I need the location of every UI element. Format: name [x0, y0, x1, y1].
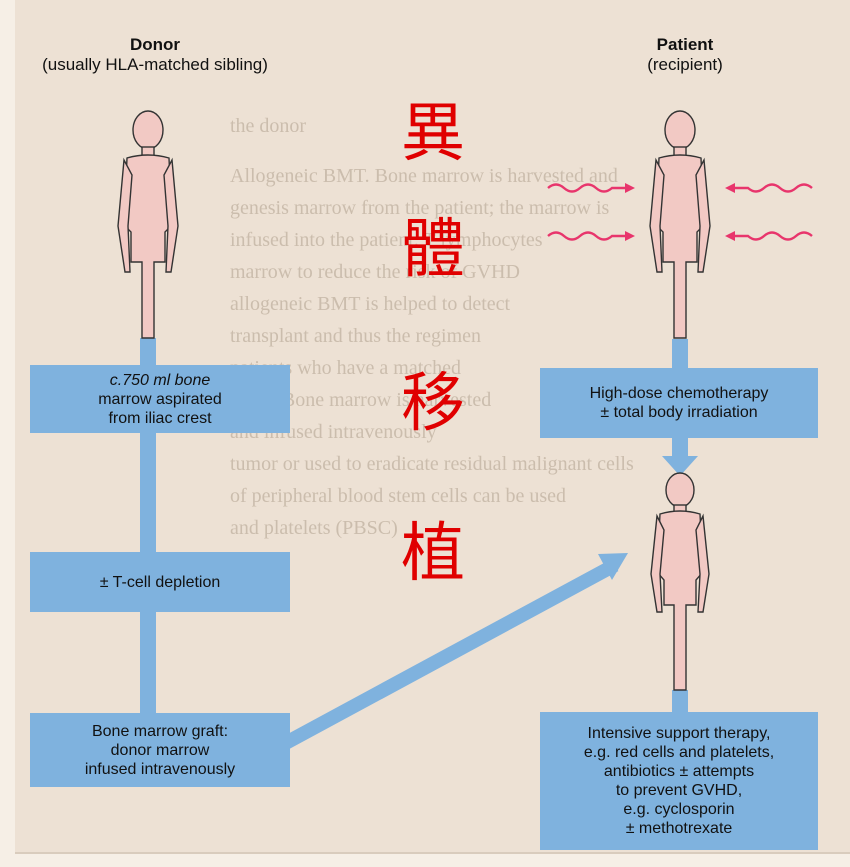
patient-connector-1	[672, 339, 688, 369]
patient-step2-line1: Intensive support therapy,	[588, 724, 771, 743]
donor-step1-line3: from iliac crest	[108, 409, 211, 428]
donor-step1-line1: c.750 ml bone	[110, 371, 211, 390]
patient-step2-line5: e.g. cyclosporin	[623, 800, 734, 819]
donor-step3-line1: Bone marrow graft:	[92, 722, 228, 741]
caption-char-1: 異	[388, 82, 478, 174]
patient-connector-3	[672, 690, 688, 712]
caption-char-4: 植	[388, 502, 478, 594]
donor-connector-3	[140, 612, 156, 714]
patient-support-box: Intensive support therapy, e.g. red cell…	[540, 712, 818, 850]
patient-step1-line1: High-dose chemotherapy	[590, 384, 769, 403]
donor-step3-line3: infused intravenously	[85, 760, 235, 779]
donor-subtitle: (usually HLA-matched sibling)	[42, 55, 268, 74]
donor-depletion-box: ± T-cell depletion	[30, 552, 290, 612]
donor-connector-1	[140, 338, 156, 366]
caption-char-2: 體	[388, 198, 478, 290]
patient-header: Patient (recipient)	[600, 35, 770, 75]
patient-step2-line4: to prevent GVHD,	[616, 781, 742, 800]
patient-title: Patient	[600, 35, 770, 55]
donor-aspiration-box: c.750 ml bone marrow aspirated from ilia…	[30, 365, 290, 433]
donor-step3-line2: donor marrow	[111, 741, 210, 760]
patient-subtitle: (recipient)	[647, 55, 723, 74]
patient-connector-2	[672, 438, 688, 458]
donor-connector-2	[140, 432, 156, 552]
donor-graft-box: Bone marrow graft: donor marrow infused …	[30, 713, 290, 787]
patient-chemo-box: High-dose chemotherapy ± total body irra…	[540, 368, 818, 438]
patient-step2-line2: e.g. red cells and platelets,	[584, 743, 774, 762]
patient-figure	[650, 111, 710, 338]
donor-step1-line2: marrow aspirated	[98, 390, 222, 409]
donor-title: Donor	[20, 35, 290, 55]
donor-header: Donor (usually HLA-matched sibling)	[20, 35, 290, 75]
patient-recovered-figure	[651, 473, 709, 690]
patient-step2-line3: antibiotics ± attempts	[604, 762, 754, 781]
patient-step2-line6: ± methotrexate	[626, 819, 733, 838]
patient-step1-line2: ± total body irradiation	[600, 403, 757, 422]
donor-figure	[118, 111, 178, 338]
caption-char-3: 移	[388, 352, 478, 444]
donor-step2: ± T-cell depletion	[100, 573, 221, 592]
